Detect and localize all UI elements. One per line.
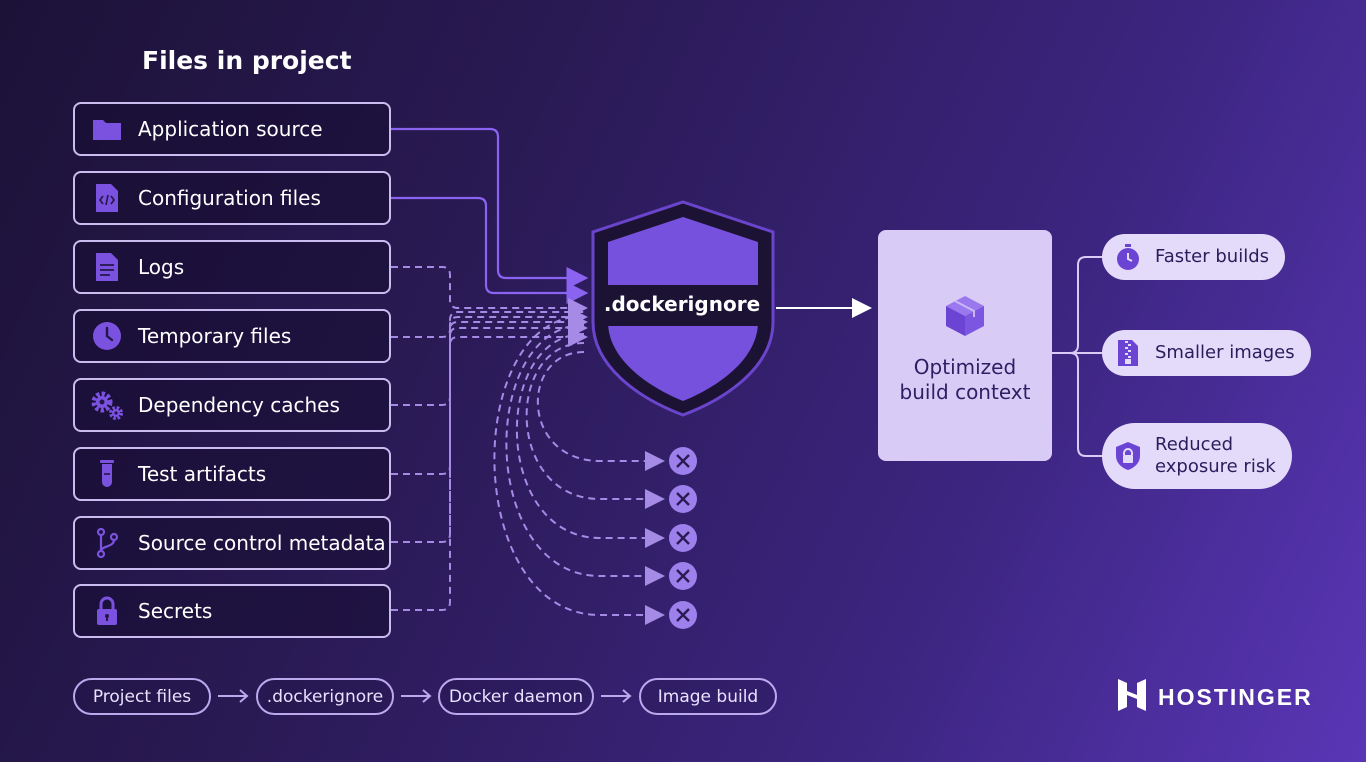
file-label: Temporary files — [138, 324, 292, 348]
benefit-smaller-images: Smaller images — [1102, 330, 1311, 376]
zipper-file-icon — [1114, 339, 1142, 367]
excluded-connector — [391, 327, 588, 611]
benefit-faster-builds: Faster builds — [1102, 234, 1286, 280]
file-label: Dependency caches — [138, 393, 340, 417]
excluded-x-icon — [669, 447, 697, 475]
file-label: Logs — [138, 255, 185, 279]
folder-icon — [89, 111, 125, 147]
file-label: Application source — [138, 117, 323, 141]
benefit-reduced-exposure-risk: Reduced exposure risk — [1102, 423, 1292, 489]
shield-lock-icon — [1114, 442, 1142, 470]
rejected-connector — [525, 342, 665, 509]
shield-icon — [591, 200, 775, 417]
lock-icon — [89, 593, 125, 629]
excluded-x-icon — [669, 485, 697, 513]
file-item-secrets: Secrets — [73, 584, 391, 638]
rejected-connector — [515, 333, 665, 548]
rejected-connector — [493, 315, 665, 625]
excluded-connector — [391, 266, 588, 318]
rejected-connector — [505, 324, 665, 586]
optimized-build-context: Optimized build context — [878, 230, 1052, 461]
file-label: Configuration files — [138, 186, 321, 210]
diagram-title: Files in project — [142, 46, 352, 75]
file-item-logs: Logs — [73, 240, 391, 294]
pipeline-arrows — [218, 689, 632, 703]
benefit-label: Smaller images — [1155, 342, 1295, 363]
gears-icon — [89, 387, 125, 423]
dockerignore-filter-label: .dockerignore — [603, 292, 761, 316]
pipeline-step-dockerignore: .dockerignore — [256, 678, 394, 715]
document-icon — [89, 249, 125, 285]
build-context-label: Optimized build context — [899, 354, 1031, 404]
brand-name: HOSTINGER — [1158, 683, 1313, 710]
excluded-x-icon — [669, 562, 697, 590]
file-label: Secrets — [138, 599, 213, 623]
benefit-label: Reduced exposure risk — [1155, 434, 1276, 477]
pipeline-step-docker-daemon: Docker daemon — [438, 678, 594, 715]
excluded-markers — [669, 447, 697, 629]
file-item-temporary-files: Temporary files — [73, 309, 391, 363]
file-item-application-source: Application source — [73, 102, 391, 156]
file-item-dependency-caches: Dependency caches — [73, 378, 391, 432]
pipeline-step-image-build: Image build — [639, 678, 777, 715]
file-item-test-artifacts: Test artifacts — [73, 447, 391, 501]
clock-icon — [89, 318, 125, 354]
excluded-connector — [391, 318, 588, 543]
rejected-connector — [537, 351, 665, 471]
code-file-icon — [89, 180, 125, 216]
file-item-configuration-files: Configuration files — [73, 171, 391, 225]
file-label: Source control metadata — [138, 531, 386, 555]
file-label: Test artifacts — [138, 462, 267, 486]
benefit-label: Faster builds — [1155, 246, 1270, 267]
excluded-x-icon — [669, 601, 697, 629]
included-connector — [391, 196, 589, 304]
excluded-connector — [391, 312, 588, 475]
brand-logo: HOSTINGER — [1116, 677, 1313, 717]
included-connector — [391, 127, 589, 289]
excluded-x-icon — [669, 524, 697, 552]
branch-icon — [89, 525, 125, 561]
pipeline-step-project-files: Project files — [73, 678, 211, 715]
cube-icon — [942, 293, 988, 343]
test-tube-icon — [89, 456, 125, 492]
file-item-source-control-metadata: Source control metadata — [73, 516, 391, 570]
hostinger-h-logo — [1116, 677, 1148, 717]
stopwatch-icon — [1114, 243, 1142, 271]
benefit-connectors — [1052, 256, 1102, 457]
excluded-connector — [391, 311, 584, 338]
